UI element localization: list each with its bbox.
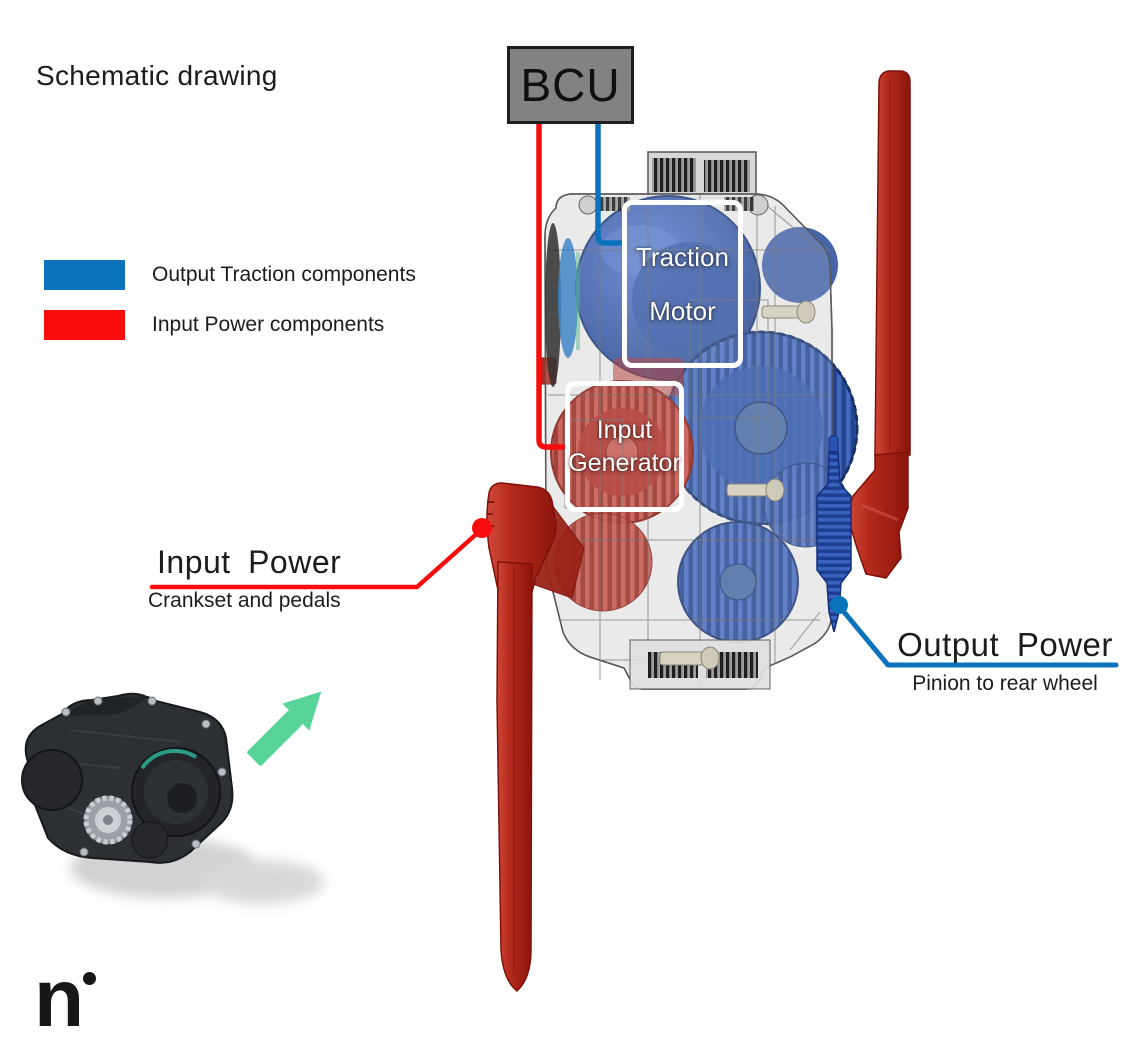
input-power-leader-line [149,518,492,590]
output-power-title: Output Power [897,626,1113,663]
page-title: Schematic drawing [36,60,278,91]
drive-unit-photo [21,692,324,904]
legend-label: Input Power components [152,313,385,336]
output-power-leader-line [830,596,1119,668]
input-power-subtitle: Crankset and pedals [148,589,341,612]
brand-logo: n [34,958,114,1039]
input-power-swatch [44,310,125,340]
brand-logo-letter: n [34,953,84,1039]
legend: Output Traction components Input Power c… [44,260,416,360]
traction-motor-label-box: Traction Motor [622,200,743,368]
left-crank-arm [486,482,585,992]
legend-label: Output Traction components [152,263,416,286]
housing-glass [544,193,833,690]
input-generator-label-box: Input Generator [565,381,684,512]
output-traction-swatch [44,260,125,290]
input-power-title: Input Power [157,544,342,580]
green-arrow-icon [247,691,322,766]
bcu-red-wire [536,121,566,450]
output-pinion-graphic [816,435,852,633]
bcu-blue-wire [595,121,624,246]
traction-motor-label: Traction Motor [636,241,729,326]
input-generator-label: Input Generator [568,416,681,477]
output-power-callout: Output Power Pinion to rear wheel [893,626,1117,696]
bolt-icon [659,300,816,670]
legend-item-output-traction: Output Traction components [44,260,416,290]
legend-item-input-power: Input Power components [44,310,416,340]
bcu-label: BCU [520,59,621,111]
right-crank-arm [846,70,911,579]
brand-logo-dot-icon [83,972,96,985]
output-power-subtitle: Pinion to rear wheel [912,672,1098,695]
input-power-callout: Input Power Crankset and pedals [148,544,341,613]
bcu-box: BCU [507,46,634,124]
